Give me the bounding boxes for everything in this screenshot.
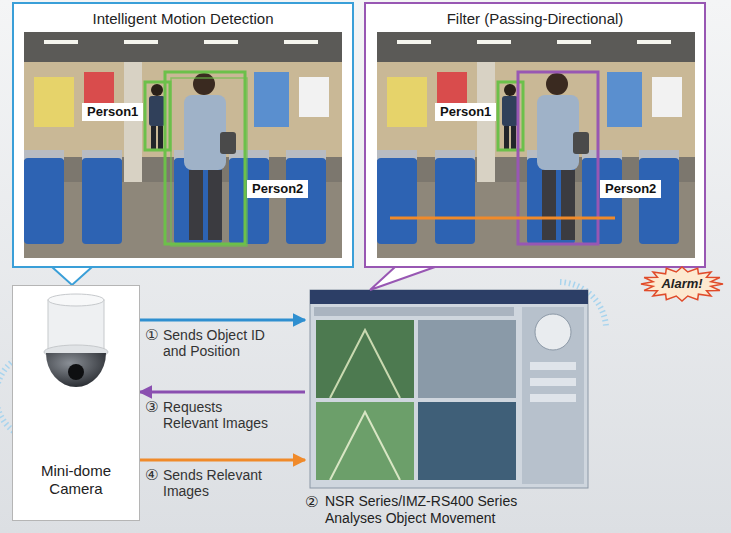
panel-title: Intelligent Motion Detection (14, 10, 352, 28)
rail (330, 330, 400, 398)
control-knob (535, 314, 571, 350)
tracking-box (165, 72, 245, 244)
station-photo (24, 32, 342, 258)
control-panel (522, 307, 584, 484)
callout-number: ① (145, 327, 158, 343)
person-label: Person2 (605, 181, 656, 197)
person-tag: Person1 (82, 103, 143, 121)
panel-title: Filter (Passing-Directional) (366, 10, 704, 28)
panel-fill (364, 2, 706, 268)
monitor-screen: ②NSR Series/IMZ-RS400 Series Analyses Ob… (305, 290, 593, 530)
person-label: Person1 (87, 104, 138, 120)
callout-panel: Filter (Passing-Directional) Person1Perso… (364, 2, 706, 268)
camera-box-fill (12, 285, 140, 521)
callout-tail (370, 267, 435, 290)
monitor-titlebar (310, 290, 588, 304)
monitor-toolbar (314, 307, 514, 316)
arrow-label: Sends Relevant Images (163, 467, 273, 499)
person-tag: Person2 (247, 180, 308, 198)
arrow-label: Sends Object ID and Position (163, 327, 273, 359)
camera-dome (46, 353, 106, 387)
camera-box: Mini-dome Camera (12, 285, 140, 521)
control-slider (530, 362, 576, 370)
arrow-label: Requests Relevant Images (163, 399, 273, 431)
callout-tail (52, 267, 92, 285)
monitor-frame (310, 290, 588, 488)
starburst-outline (641, 267, 723, 301)
control-slider (530, 394, 576, 402)
video-tile (418, 402, 516, 480)
camera-label: Mini-dome Camera (13, 462, 139, 498)
person-tag: Person1 (435, 103, 496, 121)
rail (330, 412, 400, 480)
alarm-text: Alarm! (661, 276, 702, 292)
panel-fill (12, 2, 354, 268)
video-tile (418, 320, 516, 398)
video-tile (316, 402, 414, 480)
callout-number: ② (305, 493, 323, 510)
station-photo (377, 32, 695, 258)
tracking-box (171, 78, 247, 246)
callout-panel: Intelligent Motion DetectionPerson1Perso… (12, 2, 354, 268)
person-tag: Person2 (600, 180, 661, 198)
camera-base (48, 300, 104, 350)
data-arrow (140, 459, 305, 462)
data-arrow (140, 391, 305, 394)
callout-number: ③ (145, 399, 158, 415)
callout-number: ④ (145, 467, 158, 483)
video-tile (316, 320, 414, 398)
passing-line (390, 217, 615, 220)
control-slider (530, 378, 576, 386)
camera-lens (68, 364, 84, 380)
caption: NSR Series/IMZ-RS400 Series Analyses Obj… (325, 493, 557, 527)
data-arrow (140, 319, 305, 322)
camera-top (48, 294, 104, 306)
alarm-burst: Alarm! (640, 266, 724, 302)
person-label: Person2 (252, 181, 303, 197)
person-label: Person1 (440, 104, 491, 120)
